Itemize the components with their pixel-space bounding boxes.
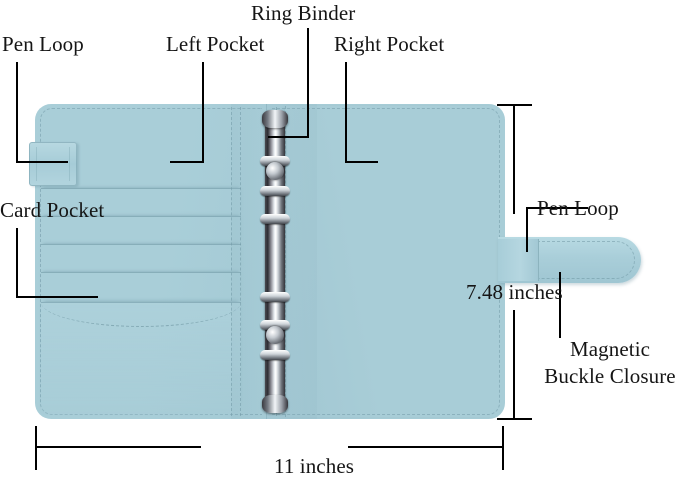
binder-ring	[260, 320, 290, 330]
leader-right-pocket-vertical	[345, 62, 347, 162]
pen-loop-left-element	[29, 142, 77, 186]
leader-pen-loop-right-horizontal	[526, 207, 588, 209]
large-card-pocket	[41, 302, 241, 415]
left-pocket-fold	[231, 107, 233, 416]
label-pen-loop-left: Pen Loop	[2, 32, 84, 56]
label-right-pocket: Right Pocket	[334, 32, 445, 56]
planner-cover-illustration	[29, 104, 505, 419]
label-ring-binder: Ring Binder	[251, 1, 356, 25]
binder-lever-knob	[266, 162, 284, 180]
leader-ring-binder-vertical	[307, 28, 309, 137]
label-card-pocket: Card Pocket	[0, 198, 105, 222]
label-left-pocket: Left Pocket	[166, 32, 265, 56]
binder-lever-knob	[266, 326, 284, 344]
left-inner-fold	[240, 107, 242, 416]
leader-card-pocket-horizontal	[16, 296, 98, 298]
card-slot	[41, 244, 241, 271]
leader-left-pocket-horizontal	[170, 161, 204, 163]
binder-ring	[260, 350, 290, 360]
binder-cap-bottom	[262, 395, 288, 413]
binder-ring	[260, 292, 290, 302]
dimension-height-lower-line	[513, 310, 515, 420]
leader-left-pocket-vertical	[202, 62, 204, 162]
card-slot	[41, 272, 241, 299]
leader-magnetic-buckle-vertical	[559, 272, 561, 338]
leader-ring-binder-horizontal	[268, 136, 309, 138]
dimension-height-bottom-tick	[497, 418, 532, 420]
dimension-width-left-line	[35, 446, 201, 448]
dimension-label-width: 11 inches	[274, 454, 355, 478]
leader-card-pocket-vertical	[16, 228, 18, 298]
dimension-width-right-line	[348, 446, 504, 448]
card-slot	[41, 188, 241, 215]
leader-right-pocket-horizontal	[345, 161, 378, 163]
ring-binder-mechanism	[260, 110, 290, 413]
card-slot	[41, 216, 241, 243]
right-cover-panel	[267, 104, 505, 419]
dimension-height-upper-line	[513, 104, 515, 214]
binder-ring	[260, 214, 290, 224]
label-pen-loop-right: Pen Loop	[537, 196, 619, 220]
right-pocket-element	[285, 106, 502, 417]
binder-cap-top	[262, 110, 288, 128]
dimension-label-height: 7.48 inches	[466, 280, 563, 304]
label-magnetic-line-2: Buckle Closure	[544, 364, 676, 388]
label-magnetic-line-1: Magnetic	[569, 337, 651, 361]
leader-pen-loop-left-horizontal	[16, 161, 68, 163]
dimension-width-right-tick	[502, 426, 504, 470]
leader-pen-loop-right-vertical	[526, 207, 528, 252]
binder-ring	[260, 186, 290, 196]
dimension-width-left-tick	[35, 426, 37, 470]
pen-loop-right-element	[498, 239, 539, 281]
binder-ring	[260, 156, 290, 166]
leader-pen-loop-left-vertical	[16, 62, 18, 162]
left-cover-panel	[29, 104, 267, 419]
